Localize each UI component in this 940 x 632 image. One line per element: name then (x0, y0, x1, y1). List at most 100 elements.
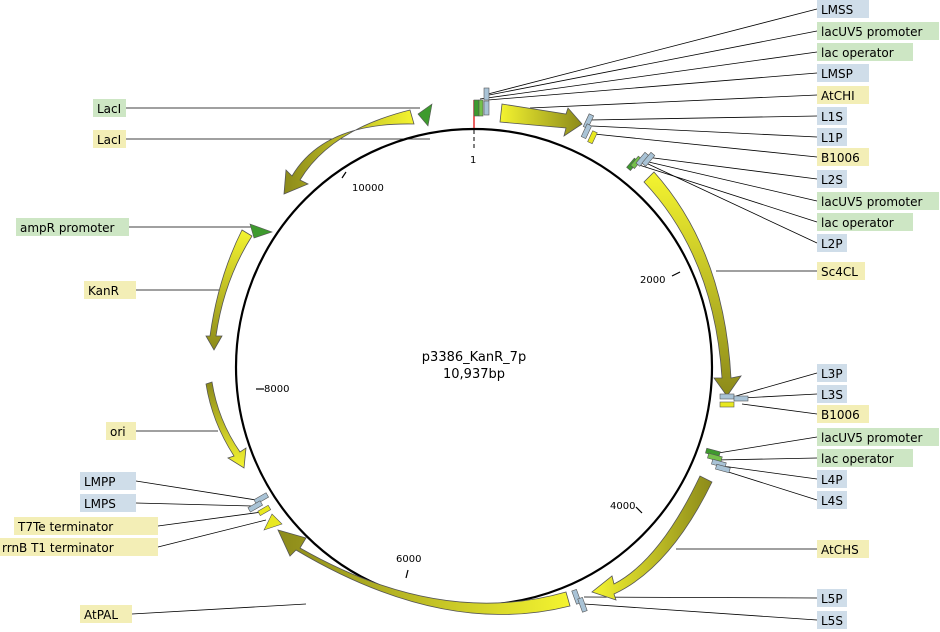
label-atpal: AtPAL (80, 605, 132, 623)
svg-text:L1P: L1P (821, 131, 843, 145)
svg-text:L5P: L5P (821, 592, 843, 606)
svg-text:B1006: B1006 (821, 408, 860, 422)
plasmid-size: 10,937bp (443, 367, 505, 382)
label-lmss: LMSS (817, 0, 869, 18)
label-ori: ori (106, 422, 136, 440)
tick-label-2000: 2000 (640, 275, 665, 286)
feature-t7te (257, 504, 272, 517)
label-lac-operator-3: lac operator (817, 449, 913, 467)
label-rrnb-t1-terminator: rrnB T1 terminator (0, 538, 158, 556)
label-lacuv5-promoter-2: lacUV5 promoter (817, 192, 939, 210)
label-lacuv5-promoter-1: lacUV5 promoter (817, 22, 939, 40)
label-l4p: L4P (817, 470, 847, 488)
arrow-atchs (591, 475, 713, 601)
label-t7te-terminator: T7Te terminator (14, 517, 158, 535)
label-atchi: AtCHI (817, 86, 869, 104)
svg-text:L2S: L2S (821, 173, 843, 187)
tick-label-10000: 10000 (352, 183, 384, 194)
svg-text:LacI: LacI (97, 102, 121, 116)
svg-text:lacUV5 promoter: lacUV5 promoter (821, 195, 922, 209)
svg-text:LMSS: LMSS (821, 3, 853, 17)
leader-lines (126, 8, 818, 621)
svg-text:lac operator: lac operator (821, 452, 894, 466)
small-features (247, 87, 749, 613)
label-l1s: L1S (817, 107, 847, 125)
svg-text:ori: ori (110, 425, 126, 439)
svg-text:L3S: L3S (821, 388, 843, 402)
svg-text:B1006: B1006 (821, 151, 860, 165)
svg-text:L5S: L5S (821, 614, 843, 628)
label-lacuv5-promoter-3: lacUV5 promoter (817, 428, 939, 446)
svg-text:LMSP: LMSP (821, 67, 853, 81)
feature-l1p (580, 123, 593, 140)
svg-text:AtPAL: AtPAL (84, 608, 118, 622)
feature-l3p (719, 393, 735, 400)
label-l4s: L4S (817, 491, 847, 509)
tick-label-6000: 6000 (396, 554, 421, 565)
feature-arrows (205, 103, 742, 615)
label-lac-operator-1: lac operator (817, 43, 913, 61)
feature-ampr-promoter (249, 223, 273, 239)
feature-b1006-1 (587, 130, 598, 145)
label-l1p: L1P (817, 128, 847, 146)
svg-text:lacUV5 promoter: lacUV5 promoter (821, 431, 922, 445)
arrow-atchi (499, 103, 583, 137)
feature-lmss (483, 87, 490, 101)
svg-text:AtCHS: AtCHS (821, 543, 859, 557)
tick-label-1: 1 (470, 155, 476, 166)
tick-label-8000: 8000 (264, 384, 289, 395)
label-l2p: L2P (817, 234, 847, 252)
svg-text:L3P: L3P (821, 367, 843, 381)
feature-lacuv5-1 (473, 99, 480, 117)
svg-text:L4P: L4P (821, 473, 843, 487)
label-sc4cl: Sc4CL (817, 262, 865, 280)
svg-text:T7Te terminator: T7Te terminator (17, 520, 113, 534)
svg-text:L1S: L1S (821, 110, 843, 124)
feature-rrnb (263, 513, 283, 531)
svg-text:rrnB T1 terminator: rrnB T1 terminator (2, 541, 114, 555)
label-l5s: L5S (817, 611, 847, 629)
arrow-ori (205, 381, 247, 469)
feature-lmpp (253, 492, 269, 505)
label-lmpp: LMPP (80, 472, 136, 490)
svg-text:KanR: KanR (88, 284, 119, 298)
label-l2s: L2S (817, 170, 847, 188)
svg-text:L2P: L2P (821, 237, 843, 251)
feature-l2p (641, 151, 656, 167)
label-laci: LacI (93, 130, 126, 148)
label-lac-operator-2: lac operator (817, 213, 913, 231)
svg-text:ampR promoter: ampR promoter (20, 221, 115, 235)
svg-text:lac operator: lac operator (821, 46, 894, 60)
feature-lmsp (483, 100, 490, 116)
feature-lacop-1 (478, 99, 484, 117)
label-lmps: LMPS (80, 494, 136, 512)
svg-text:LMPP: LMPP (84, 475, 116, 489)
label-l5p: L5P (817, 589, 847, 607)
label-b1006-2: B1006 (817, 405, 869, 423)
plasmid-name: p3386_KanR_7p (422, 350, 526, 365)
arrow-atpal (277, 529, 571, 615)
svg-text:AtCHI: AtCHI (821, 89, 855, 103)
label-atchs: AtCHS (817, 540, 869, 558)
svg-text:lacUV5 promoter: lacUV5 promoter (821, 25, 922, 39)
svg-text:LacI: LacI (97, 133, 121, 147)
arrow-kanr (205, 229, 253, 351)
label-l3p: L3P (817, 364, 847, 382)
label-kanr: KanR (84, 281, 136, 299)
tick-label-4000: 4000 (610, 501, 635, 512)
svg-text:lac operator: lac operator (821, 216, 894, 230)
svg-text:LMPS: LMPS (84, 497, 116, 511)
feature-lmps (247, 500, 263, 513)
feature-l5s (577, 597, 588, 613)
feature-laci-promoter (417, 103, 433, 127)
label-ampr-promoter: ampR promoter (16, 218, 129, 236)
svg-text:L4S: L4S (821, 494, 843, 508)
feature-l3s (733, 395, 749, 402)
label-lmsp: LMSP (817, 64, 869, 82)
label-laci-promoter: LacI (93, 99, 126, 117)
svg-text:Sc4CL: Sc4CL (821, 265, 858, 279)
feature-b1006-2 (719, 401, 735, 408)
label-b1006-1: B1006 (817, 148, 869, 166)
label-l3s: L3S (817, 385, 847, 403)
